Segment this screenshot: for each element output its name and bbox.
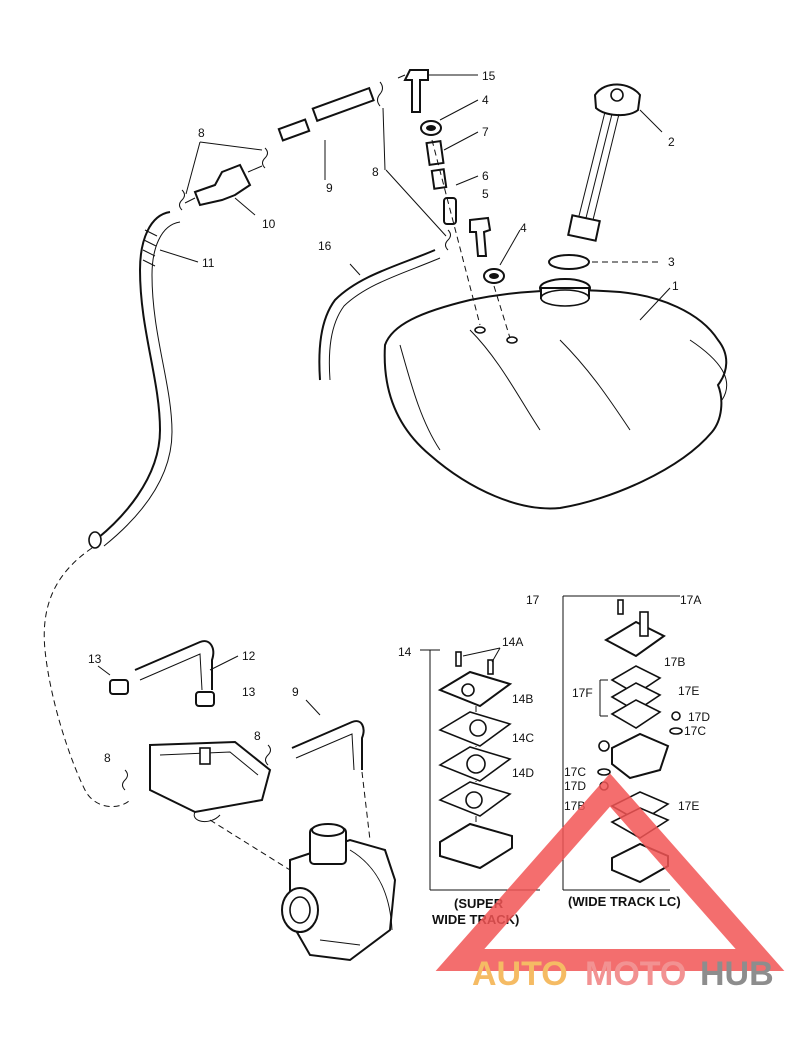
callout-14B: 14B [512,692,533,706]
watermark-moto: MOTO [585,955,686,993]
callout-17F: 17F [572,686,593,700]
callout-13-left: 13 [88,652,102,666]
callout-14A: 14A [502,635,523,649]
watermark-hub: HUB [700,955,774,993]
callout-3: 3 [668,255,675,269]
callout-14: 14 [398,645,412,659]
automotohub-watermark-logo: AUTO MOTO HUB [435,773,785,993]
callout-8-upper-mid: 8 [372,165,379,179]
callout-17: 17 [526,593,540,607]
callout-8-lower-left: 8 [104,751,111,765]
callout-2: 2 [668,135,675,149]
callout-17B-top: 17B [664,655,685,669]
routing-dashed-line [43,547,131,808]
pump-kit-super-wide-track [420,647,540,891]
callout-13-right: 13 [242,685,256,699]
callout-14C: 14C [512,731,534,745]
callout-17C-right: 17C [684,724,706,738]
caption-wide-track-lc: (WIDE TRACK LC) [568,894,681,909]
callout-1: 1 [672,279,679,293]
callout-17A: 17A [680,593,701,607]
carburetor [281,823,397,962]
callout-5: 5 [482,187,489,201]
callout-17D-right: 17D [688,710,710,724]
callout-15: 15 [482,69,496,83]
callout-9-lower: 9 [292,685,299,699]
fuel-tank [383,278,728,510]
callout-9-upper: 9 [326,181,333,195]
callout-11: 11 [202,256,215,270]
callout-4-lower: 4 [520,221,527,235]
callout-17E-lower: 17E [678,799,699,813]
callout-8-lower-mid: 8 [254,729,261,743]
callout-17D-left: 17D [564,779,586,793]
callout-6: 6 [482,169,489,183]
leader-lines [97,74,671,716]
fuel-pump-lines [109,640,371,871]
callout-7: 7 [482,125,489,139]
overflow-hose [318,249,441,381]
fuel-line-and-filter [88,86,375,549]
callout-12: 12 [242,649,256,663]
vent-fittings [377,69,511,339]
callout-14D: 14D [512,766,534,780]
o-ring [548,254,590,270]
caption-super-line1: (SUPER [454,896,504,911]
callout-10: 10 [262,217,276,231]
fuel-level-sender [567,83,642,242]
watermark-auto: AUTO [472,955,568,993]
callout-17C-left: 17C [564,765,586,779]
callout-8-upper-left: 8 [198,126,205,140]
callout-17E-top: 17E [678,684,699,698]
callout-16: 16 [318,239,332,253]
callout-4-top: 4 [482,93,489,107]
